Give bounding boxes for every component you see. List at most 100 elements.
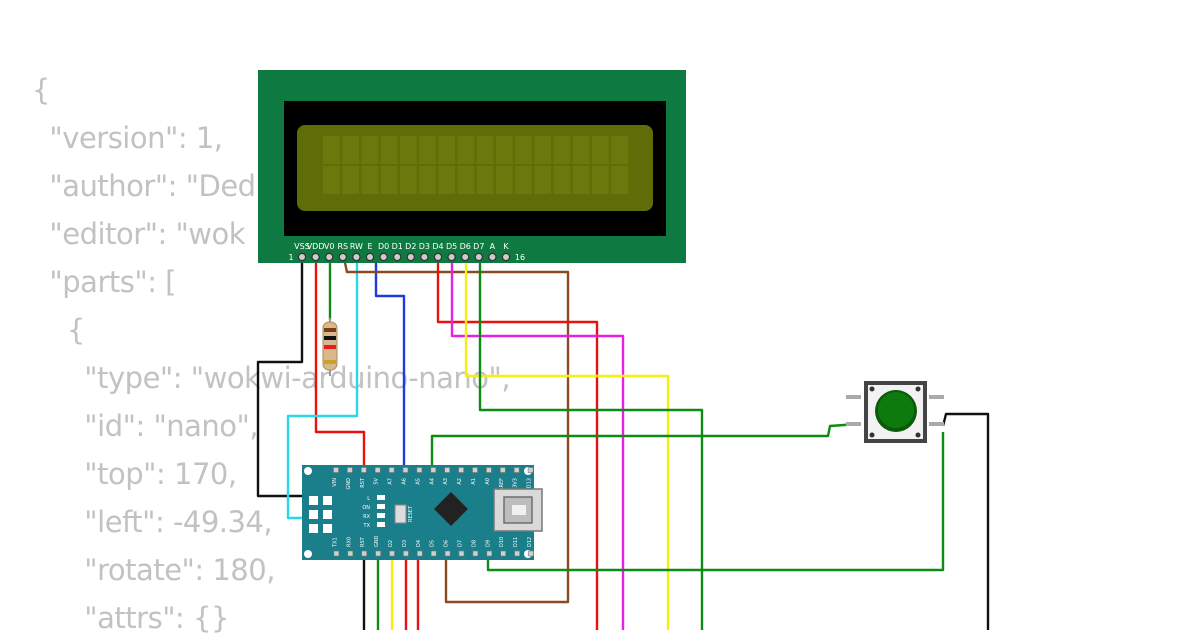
nano-top-pin-label-a0: A0 <box>485 478 491 485</box>
nano-top-pin-label-a1: A1 <box>471 478 477 485</box>
lcd-char-cell <box>399 166 417 194</box>
button-corner-dot <box>915 386 921 392</box>
nano-bottom-pin <box>472 550 479 557</box>
lcd-char-cell <box>572 136 590 164</box>
code-line: "left": -49.34, <box>32 505 273 539</box>
nano-top-pin <box>360 467 367 473</box>
nano-top-pin <box>416 467 423 473</box>
diagram-json-background: { "version": 1, "author": "Ded "editor":… <box>32 66 511 642</box>
lcd-char-cell <box>476 166 494 194</box>
nano-bottom-pin-label-gnd: GND <box>374 535 380 547</box>
nano-top-pin-label-rst: RST <box>360 477 366 488</box>
nano-bottom-pin <box>444 550 451 557</box>
lcd-pin-label-v0: V0 <box>324 242 335 251</box>
lcd-pin <box>461 252 470 262</box>
nano-bottom-pin-label-d2: D2 <box>388 540 394 547</box>
lcd-pin <box>297 252 307 262</box>
nano-bottom-pin-label-d9: D9 <box>485 540 491 547</box>
code-line: "version": 1, <box>32 121 223 155</box>
nano-top-pin <box>486 467 492 473</box>
nano-led <box>377 522 385 527</box>
lcd-pin <box>338 252 347 262</box>
resistor[interactable] <box>322 318 338 376</box>
lcd-pin <box>474 252 483 262</box>
nano-top-pin-label-a3: A3 <box>443 478 449 485</box>
nano-top-pin <box>388 467 395 473</box>
nano-icsp-pin <box>323 524 332 533</box>
lcd-pin-number-first: 1 <box>288 253 293 262</box>
nano-top-pin <box>444 467 451 473</box>
wire-green <box>430 422 859 470</box>
nano-top-pin-label-a5: A5 <box>415 478 421 485</box>
nano-top-pin <box>527 467 534 473</box>
nano-top-pin <box>333 467 339 473</box>
nano-reset-label: RESET <box>408 505 414 522</box>
button-leg <box>929 395 944 399</box>
lcd-char-cell <box>591 166 609 194</box>
lcd-char-cell <box>438 136 456 164</box>
nano-led <box>377 513 385 518</box>
lcd-char-cell <box>438 166 456 194</box>
nano-icsp-pin <box>309 524 318 533</box>
nano-mount-hole <box>304 467 312 475</box>
lcd-pin-label-d7: D7 <box>473 242 484 251</box>
lcd-char-cell <box>419 136 436 164</box>
nano-bottom-pin-label-d4: D4 <box>416 540 422 547</box>
lcd-char-cell <box>495 136 513 164</box>
nano-bottom-pin-label-d7: D7 <box>458 540 464 547</box>
nano-bottom-pin <box>430 550 437 557</box>
code-line: "editor": "wok <box>32 217 246 251</box>
wire-red <box>436 258 599 630</box>
code-line: "rotate": 180, <box>32 553 275 587</box>
wire-black <box>941 412 990 630</box>
lcd-char-cell <box>611 166 628 194</box>
lcd-pin-label-e: E <box>367 242 372 251</box>
lcd-pin <box>433 252 443 262</box>
wire-green <box>486 432 945 572</box>
lcd-pin-label-d6: D6 <box>460 242 471 251</box>
lcd-char-cell <box>495 166 513 194</box>
lcd-pin-label-d5: D5 <box>446 242 457 251</box>
lcd-char-cell <box>380 166 398 194</box>
lcd-pin-label-rw: RW <box>350 242 363 251</box>
nano-bottom-pin-label-d5: D5 <box>430 540 436 547</box>
wire-green <box>478 258 704 630</box>
button-corner-dot <box>915 432 921 438</box>
lcd-char-cell <box>611 136 628 164</box>
nano-led-label-rx: RX <box>363 514 370 520</box>
nano-bottom-pin <box>389 550 395 557</box>
lcd-char-cell <box>515 136 532 164</box>
nano-top-pin <box>347 467 353 473</box>
nano-top-pin <box>458 467 464 473</box>
nano-top-pin-label-d13: D13 <box>527 478 533 488</box>
button-corner-dot <box>869 432 875 438</box>
nano-top-pin-label-vin: VIN <box>332 478 338 487</box>
code-line: "id": "nano", <box>32 409 259 443</box>
nano-bottom-pin <box>416 550 423 557</box>
lcd-pin <box>311 252 320 262</box>
nano-top-pin-label-a7: A7 <box>388 478 394 485</box>
lcd-char-cell <box>399 136 417 164</box>
lcd-char-cell <box>380 136 398 164</box>
lcd-pin <box>420 252 429 262</box>
nano-led-label-on: ON <box>362 505 370 511</box>
lcd-char-cell <box>361 166 379 194</box>
nano-bottom-pin <box>500 550 507 557</box>
nano-icsp-pin <box>309 496 318 505</box>
nano-led-label-tx: TX <box>363 523 371 529</box>
lcd-pin-label-a: A <box>490 242 496 251</box>
lcd-char-cell <box>323 136 340 164</box>
nano-led-label-l: L <box>367 496 370 502</box>
lcd-pin <box>365 252 375 262</box>
nano-top-pin-label-aref: AREF <box>499 478 505 491</box>
nano-bottom-pin-label-tx1: TX1 <box>332 537 338 548</box>
pushbutton[interactable] <box>846 381 944 443</box>
nano-bottom-pin <box>347 550 354 557</box>
nano-bottom-pin <box>375 550 381 557</box>
lcd-char-cell <box>534 166 552 194</box>
code-line: "top": 170, <box>32 457 237 491</box>
nano-top-pin <box>472 467 478 473</box>
lcd-char-cell <box>591 136 609 164</box>
